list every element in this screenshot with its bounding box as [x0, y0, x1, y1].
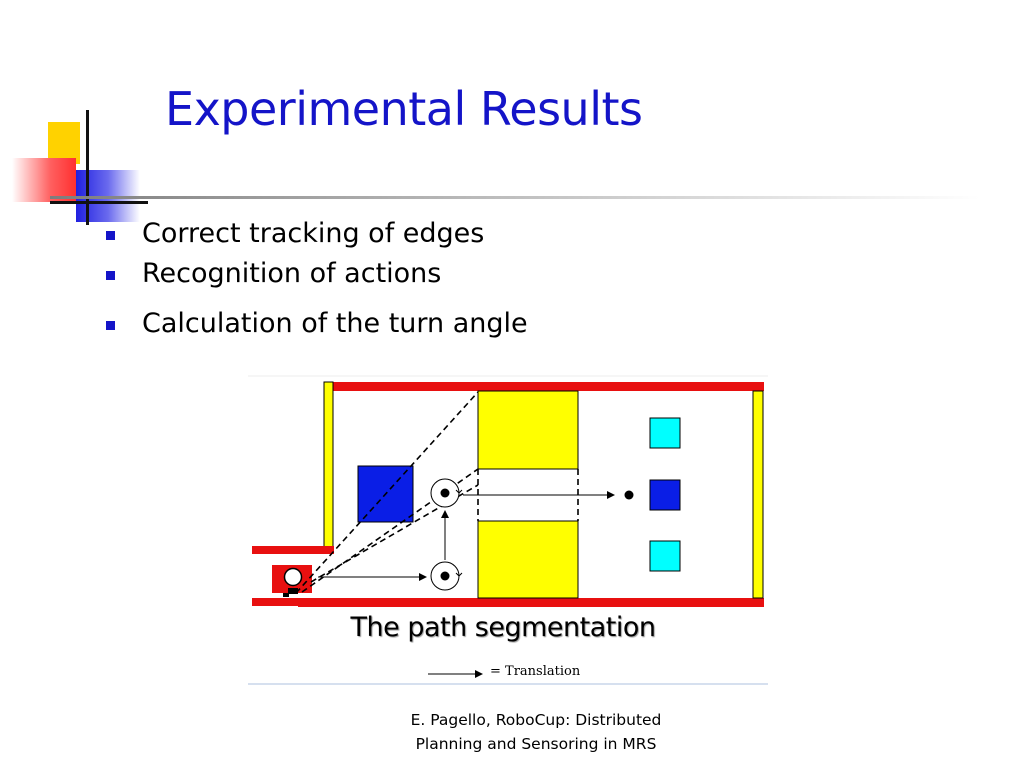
slide-footer: E. Pagello, RoboCup: Distributed Plannin…: [384, 708, 688, 756]
cyan-marker-top: [649, 417, 681, 449]
deco-yellow-square: [48, 122, 80, 164]
bullet-square-icon: [106, 321, 115, 330]
target-point: [624, 490, 634, 500]
cyan-marker-bottom: [649, 540, 681, 572]
title-divider: [50, 196, 980, 199]
rotation-symbol-lower: [430, 561, 463, 591]
page-title: Experimental Results: [165, 82, 643, 136]
deco-horizontal-line: [50, 201, 148, 204]
bullet-text: Calculation of the turn angle: [142, 308, 528, 339]
bullet-text: Recognition of actions: [142, 258, 442, 289]
footer-line: E. Pagello, RoboCup: Distributed: [410, 711, 662, 729]
legend-label: = Translation: [490, 664, 581, 679]
lower-yellow-block: [477, 520, 579, 599]
bullet-text: Correct tracking of edges: [142, 218, 485, 249]
right-goal-wall: [752, 390, 764, 599]
left-upper-bar: [252, 546, 334, 554]
top-wall: [333, 382, 764, 391]
left-goal-wall: [323, 381, 334, 551]
bottom-wall: [298, 598, 764, 607]
bullet-item: Correct tracking of edges: [102, 218, 528, 249]
path-segmentation-figure: [248, 375, 768, 687]
rotation-symbol-upper: [430, 478, 463, 508]
bullet-list: Correct tracking of edges Recognition of…: [102, 218, 528, 339]
deco-vertical-line: [86, 110, 89, 225]
camera-robot-icon: [272, 565, 312, 597]
left-lower-bar: [252, 598, 304, 606]
figure-caption: The path segmentation: [350, 612, 656, 643]
footer-line: Planning and Sensoring in MRS: [415, 735, 657, 753]
bullet-square-icon: [106, 231, 115, 240]
bullet-item: Recognition of actions: [102, 258, 528, 289]
upper-yellow-block: [477, 390, 579, 470]
blue-marker: [649, 479, 681, 511]
bullet-square-icon: [106, 271, 115, 280]
bullet-item: Calculation of the turn angle: [102, 308, 528, 339]
